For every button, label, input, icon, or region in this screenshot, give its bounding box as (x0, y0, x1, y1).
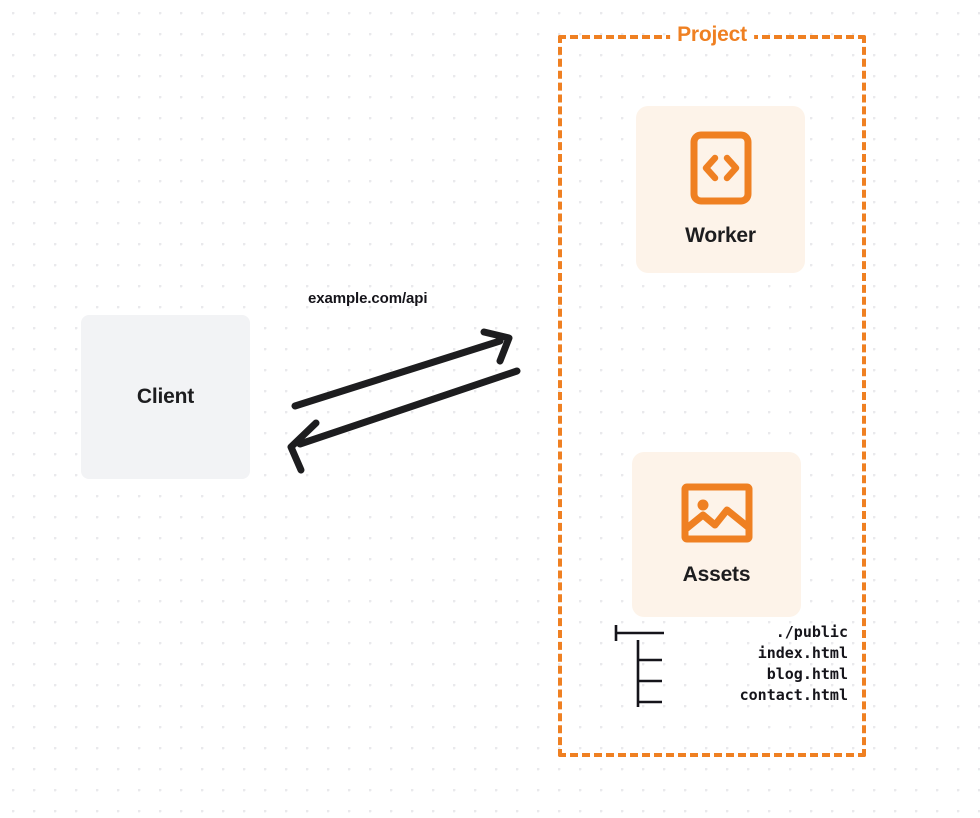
tree-item-label: ./public (775, 623, 848, 641)
tree-row[interactable]: index.html (602, 643, 852, 664)
project-container: Project Worker Assets (558, 23, 866, 757)
code-brackets-icon (690, 131, 752, 210)
tree-connector-lines (614, 625, 664, 707)
project-title: Project (670, 23, 754, 47)
worker-card[interactable]: Worker (636, 106, 805, 273)
worker-card-label: Worker (685, 224, 756, 247)
tree-item-label: contact.html (739, 686, 848, 704)
tree-row[interactable]: contact.html (602, 685, 852, 706)
client-node-label: Client (136, 385, 195, 408)
image-picture-icon (681, 482, 753, 549)
tree-row[interactable]: ./public (602, 622, 852, 643)
assets-card-label: Assets (682, 563, 751, 586)
assets-card[interactable]: Assets (632, 452, 801, 617)
connection-label: example.com/api (308, 290, 428, 307)
asset-file-tree: ./public index.html blog.html contact.ht… (602, 622, 852, 707)
tree-item-label: blog.html (766, 665, 848, 683)
tree-row[interactable]: blog.html (602, 664, 852, 685)
tree-item-label: index.html (757, 644, 848, 662)
client-node[interactable]: Client (81, 315, 250, 479)
